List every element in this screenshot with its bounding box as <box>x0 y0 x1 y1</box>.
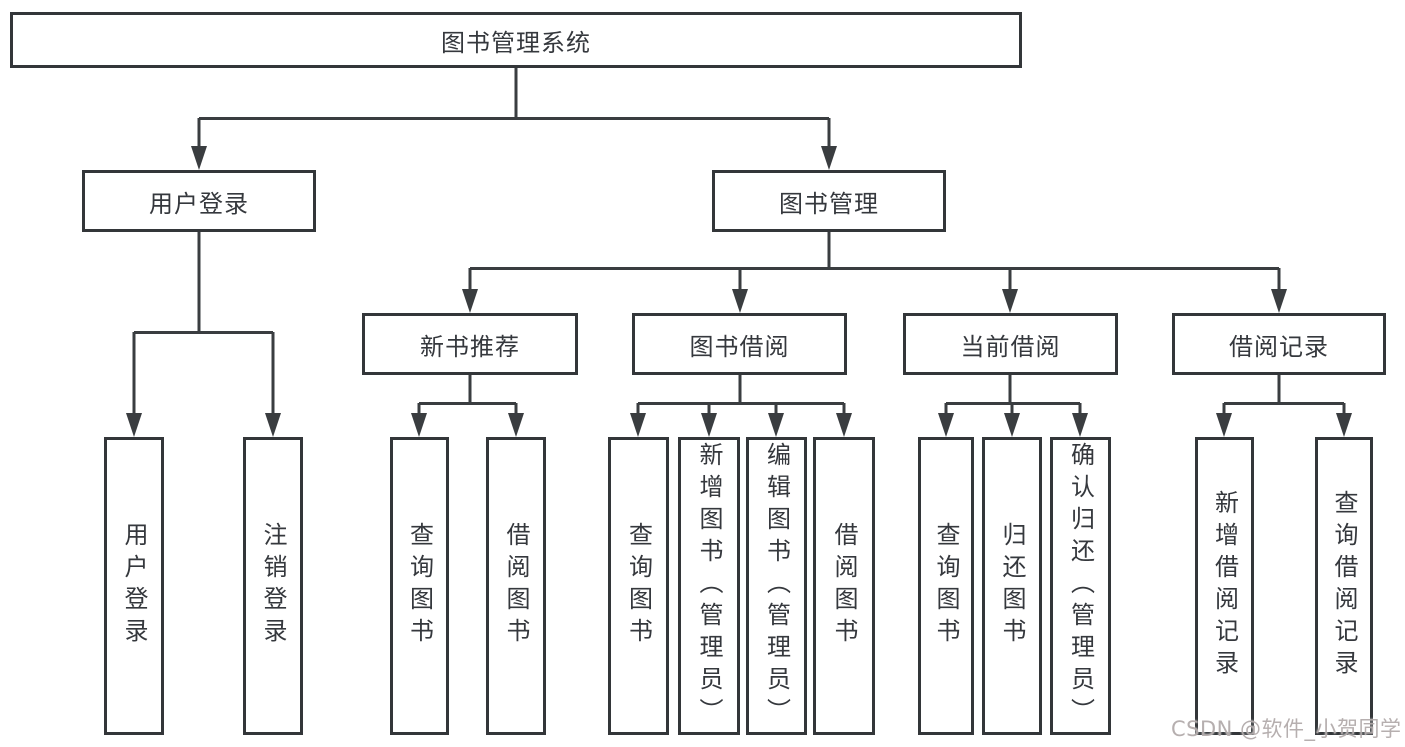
branch-currentborrow-to-leaves <box>946 375 1080 405</box>
branch-newbook-to-leaves <box>419 375 516 405</box>
branch-records-to-leaves <box>1224 375 1344 405</box>
leaf-borrow-query-books: 查询图书 <box>608 437 669 735</box>
leaf-records-add-record: 新增借阅记录 <box>1195 437 1254 735</box>
leaf-user-login: 用户登录 <box>104 437 164 735</box>
leaf-newbook-borrow-books: 借阅图书 <box>486 437 546 735</box>
node-library-management-system: 图书管理系统 <box>10 12 1022 68</box>
node-book-borrow: 图书借阅 <box>632 313 847 375</box>
tree-branch-lines <box>134 68 1344 405</box>
leaf-borrow-borrow-books: 借阅图书 <box>813 437 875 735</box>
node-current-borrow: 当前借阅 <box>903 313 1118 375</box>
node-new-book-recommend: 新书推荐 <box>362 313 578 375</box>
leaf-borrow-edit-books-admin: 编辑图书（管理员） <box>746 437 807 735</box>
leaf-current-return-books: 归还图书 <box>982 437 1042 735</box>
leaf-current-query-books: 查询图书 <box>918 437 974 735</box>
branch-bookmgmt-to-level3 <box>470 232 1279 270</box>
node-borrow-records: 借阅记录 <box>1172 313 1386 375</box>
node-book-management: 图书管理 <box>712 170 946 232</box>
leaf-borrow-add-books-admin: 新增图书（管理员） <box>678 437 740 735</box>
leaf-logout: 注销登录 <box>243 437 303 735</box>
branch-bookborrow-to-leaves <box>638 375 844 405</box>
branch-userlogin-to-leaves <box>134 232 273 334</box>
leaf-records-query-record: 查询借阅记录 <box>1315 437 1373 735</box>
leaf-newbook-query-books: 查询图书 <box>390 437 449 735</box>
node-user-login: 用户登录 <box>82 170 316 232</box>
branch-root-to-level2 <box>199 68 829 120</box>
leaf-current-confirm-return-admin: 确认归还（管理员） <box>1050 437 1111 735</box>
tree-arrow-lines <box>126 118 1352 437</box>
csdn-watermark: CSDN @软件_小贺同学 <box>1171 717 1402 741</box>
